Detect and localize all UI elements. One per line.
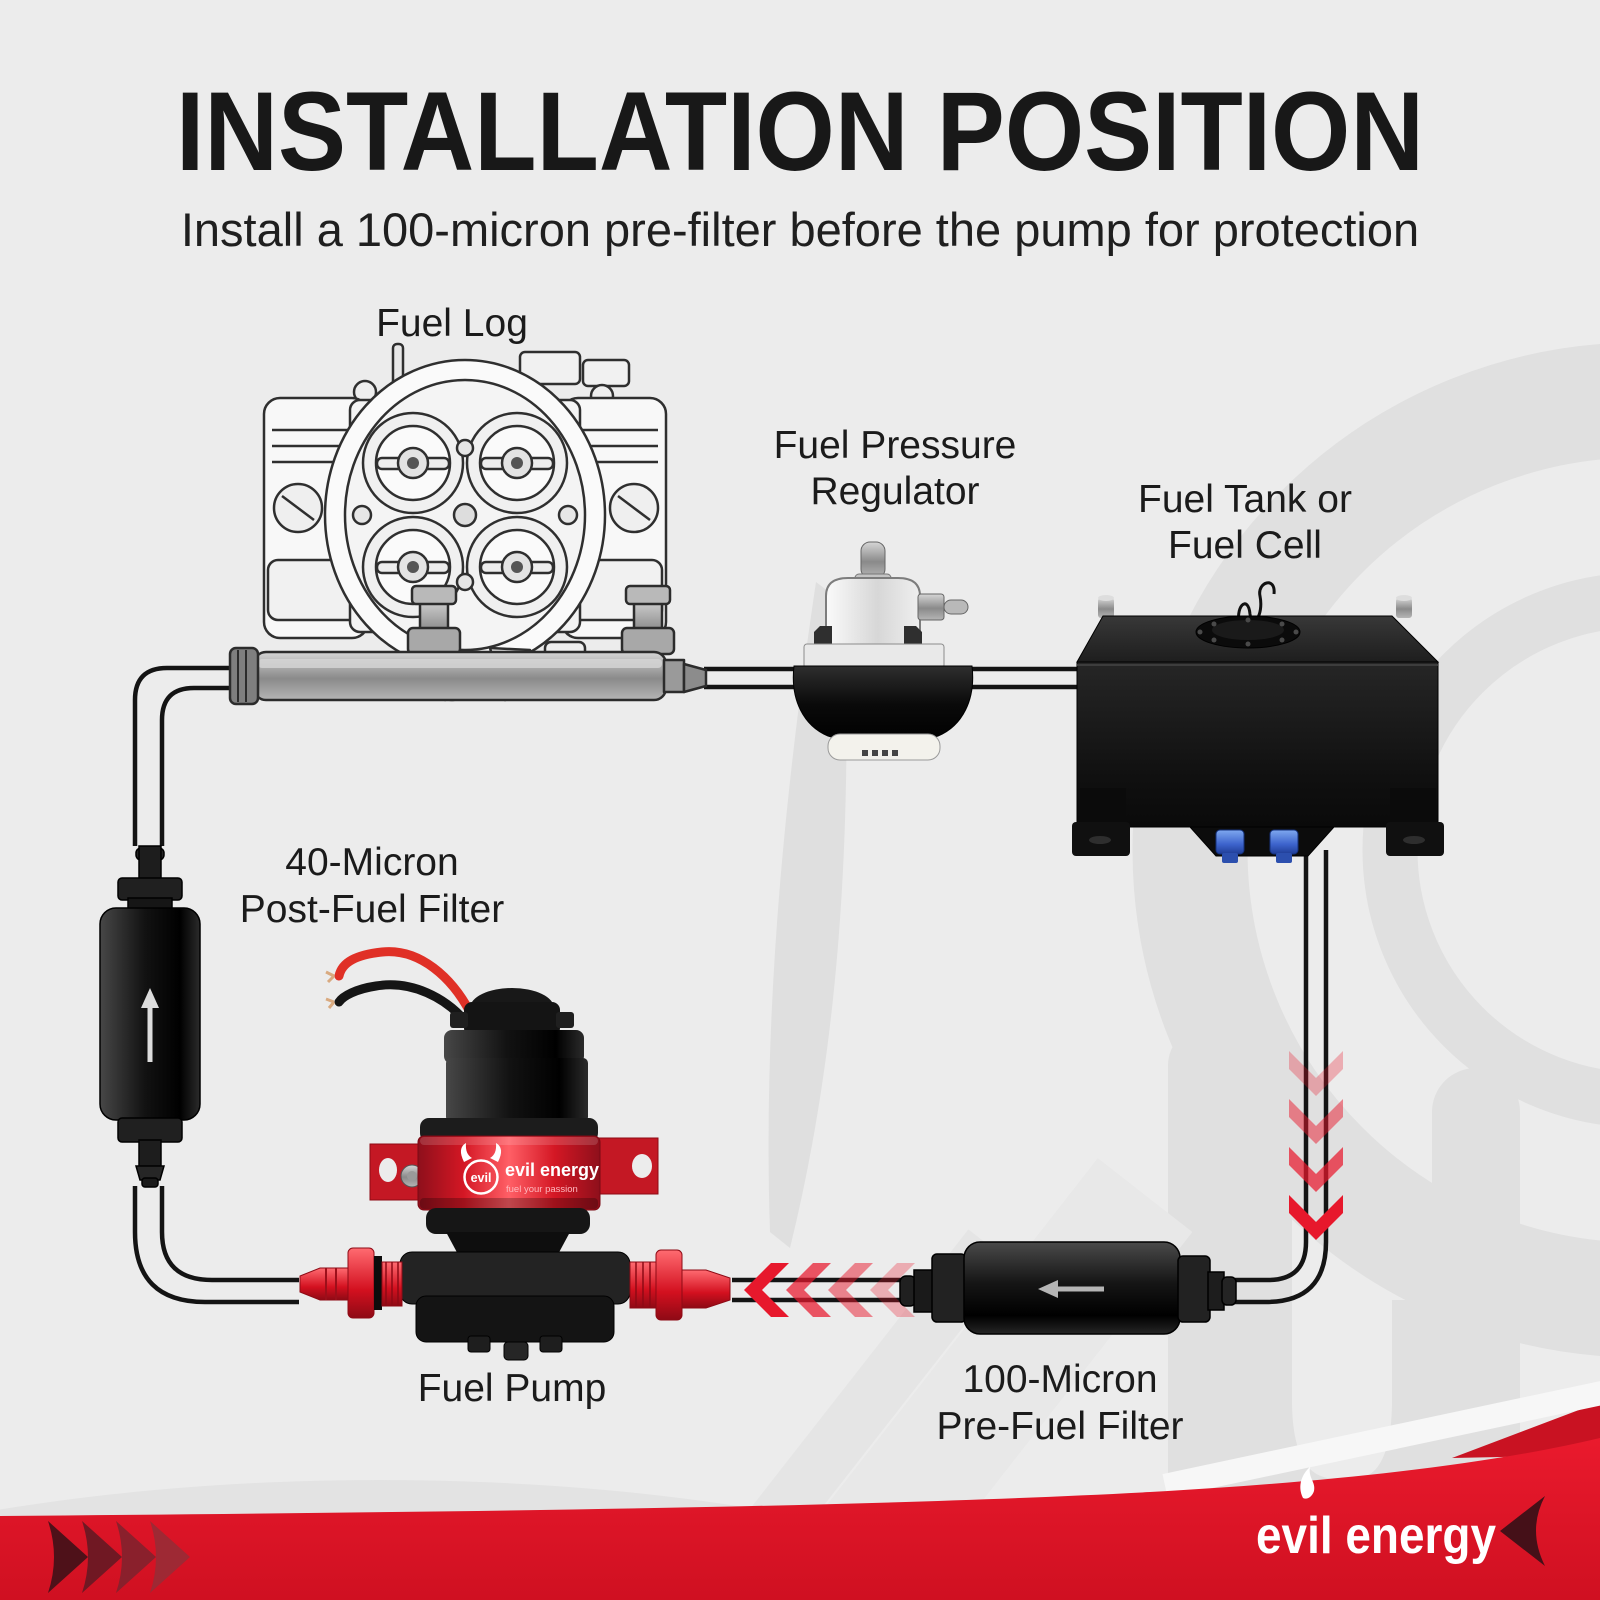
footer: evil energy: [0, 1376, 1600, 1600]
footer-red-band: [0, 1438, 1600, 1600]
label-tank-line2: Fuel Cell: [1168, 524, 1322, 567]
label-fuel-pump: Fuel Pump: [418, 1367, 607, 1410]
brand-arrow-icon: [1500, 1496, 1545, 1566]
post-fuel-filter-illustration: [99, 845, 201, 1188]
pre-fuel-filter-illustration: [899, 1241, 1237, 1335]
fuel-tank-illustration: [1072, 581, 1444, 863]
label-regulator-line2: Regulator: [810, 470, 979, 513]
fuel-pump-illustration: evil evil energy fuel your passion: [299, 947, 731, 1361]
flame-icon: [1300, 1467, 1315, 1499]
footer-arrows-icon: [48, 1521, 190, 1593]
filter-left-arrow-icon: [1038, 1280, 1104, 1298]
label-fuel-log: Fuel Log: [376, 302, 528, 345]
pump-red-wire: [334, 947, 475, 1017]
footer-brand-logo: evil energy: [1256, 1467, 1545, 1566]
pump-brand-text: evil energy: [505, 1160, 599, 1180]
pump-outlet-fitting: [629, 1249, 731, 1321]
pump-tagline-text: fuel your passion: [506, 1184, 578, 1195]
label-tank-line1: Fuel Tank or: [1138, 478, 1352, 521]
tank-outlet-fittings: [1215, 829, 1299, 863]
pump-inlet-fitting: [299, 1247, 403, 1319]
fuel-pressure-regulator-illustration: [792, 541, 974, 761]
page-subtitle: Install a 100-micron pre-filter before t…: [181, 203, 1419, 256]
page-title: INSTALLATION POSITION: [176, 69, 1424, 194]
label-pre-filter-line2: Pre-Fuel Filter: [936, 1405, 1183, 1448]
fuel-log-rail: [228, 584, 708, 706]
footer-brand-text: evil energy: [1256, 1507, 1496, 1565]
tank-sump: [1188, 826, 1336, 857]
filter-up-arrow-icon: [141, 988, 159, 1062]
pump-black-wire: [334, 980, 471, 1027]
label-post-filter-line1: 40-Micron: [285, 841, 458, 884]
pump-brand-logo: evil evil energy fuel your passion: [460, 1143, 599, 1195]
label-pre-filter-line1: 100-Micron: [962, 1358, 1157, 1401]
pump-badge-text: evil: [471, 1171, 492, 1185]
label-post-filter-line2: Post-Fuel Filter: [240, 888, 504, 931]
label-regulator-line1: Fuel Pressure: [774, 424, 1017, 467]
